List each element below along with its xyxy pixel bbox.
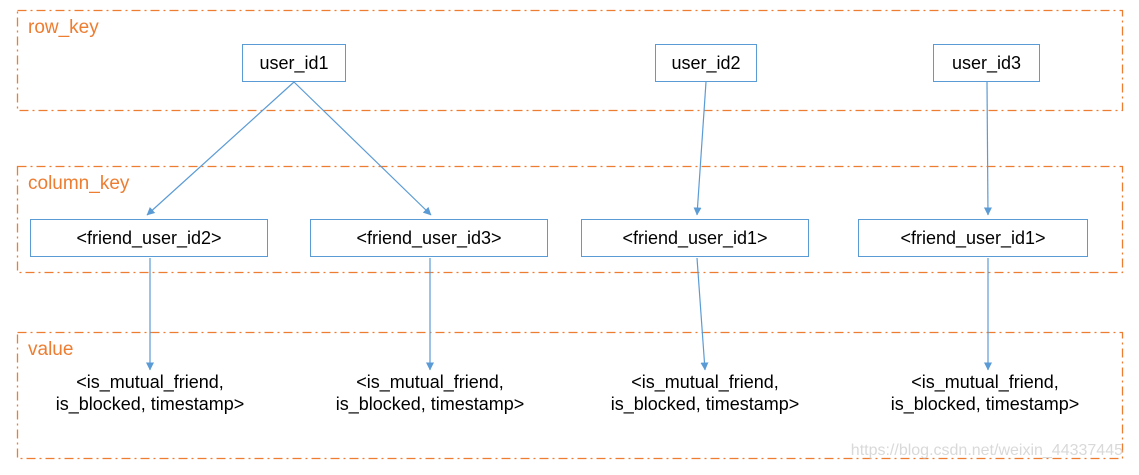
arrow-friend1a-to-value3	[696, 257, 709, 371]
node-friend-user-id1-a: <friend_user_id1>	[581, 219, 809, 257]
value-line-1: <is_mutual_friend,	[76, 372, 224, 392]
value-line-2: is_blocked, timestamp>	[610, 394, 800, 414]
arrow-userid3-to-friend1b	[983, 81, 992, 216]
node-user-id2: user_id2	[655, 44, 757, 82]
watermark: https://blog.csdn.net/weixin_44337445	[850, 442, 1123, 459]
node-user-id1: user_id1	[242, 44, 346, 82]
value-cell-1: <is_mutual_friend, is_blocked, timestamp…	[30, 371, 270, 415]
value-line-1: <is_mutual_friend,	[631, 372, 779, 392]
value-section-border	[16, 331, 1124, 460]
value-line-1: <is_mutual_friend,	[356, 372, 504, 392]
value-line-2: is_blocked, timestamp>	[890, 394, 1080, 414]
node-friend-user-id1-b: <friend_user_id1>	[858, 219, 1088, 257]
node-friend-user-id3: <friend_user_id3>	[310, 219, 548, 257]
value-section-label: value	[28, 339, 74, 360]
value-cell-3: <is_mutual_friend, is_blocked, timestamp…	[585, 371, 825, 415]
arrow-userid1-to-friend2	[146, 81, 295, 216]
node-user-id3: user_id3	[933, 44, 1040, 82]
arrow-userid1-to-friend3	[293, 81, 432, 216]
row-key-section-border	[16, 9, 1124, 112]
value-cell-2: <is_mutual_friend, is_blocked, timestamp…	[310, 371, 550, 415]
column-key-section-label: column_key	[28, 173, 130, 194]
value-cell-4: <is_mutual_friend, is_blocked, timestamp…	[865, 371, 1105, 415]
value-line-1: <is_mutual_friend,	[911, 372, 1059, 392]
node-friend-user-id2: <friend_user_id2>	[30, 219, 268, 257]
value-line-2: is_blocked, timestamp>	[335, 394, 525, 414]
value-line-2: is_blocked, timestamp>	[55, 394, 245, 414]
arrow-userid2-to-friend1a	[693, 81, 707, 216]
column-key-section-border	[16, 165, 1124, 274]
row-key-section-label: row_key	[28, 17, 99, 38]
